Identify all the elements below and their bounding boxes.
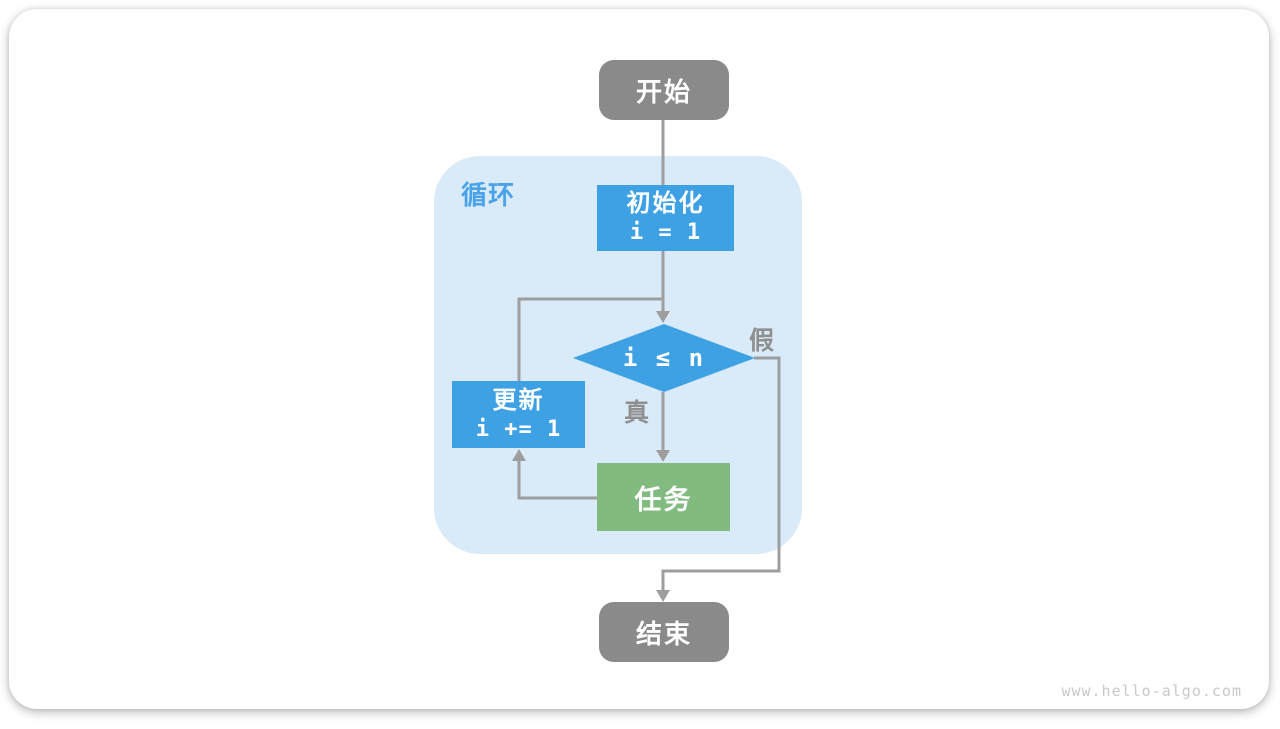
condition-label: i ≤ n — [622, 344, 706, 372]
arrowhead-into-end — [656, 590, 670, 602]
task-node: 任务 — [597, 463, 730, 531]
task-node-label: 任务 — [634, 484, 693, 515]
site-watermark: www.hello-algo.com — [1061, 682, 1242, 700]
update-node-code: i += 1 — [475, 416, 562, 442]
init-node-code: i = 1 — [629, 220, 702, 246]
flowchart: 循环 开始 初始化 i = 1 i ≤ n — [9, 9, 1280, 729]
update-node: 更新 i += 1 — [452, 381, 585, 448]
start-node: 开始 — [599, 60, 729, 120]
end-node-label: 结束 — [635, 618, 692, 649]
end-node: 结束 — [599, 602, 729, 662]
loop-region-label: 循环 — [461, 180, 516, 210]
true-branch-label: 真 — [624, 399, 650, 427]
diagram-canvas: 循环 开始 初始化 i = 1 i ≤ n — [9, 9, 1269, 709]
false-branch-label: 假 — [749, 327, 775, 355]
init-node: 初始化 i = 1 — [597, 185, 734, 251]
start-node-label: 开始 — [635, 76, 692, 107]
update-node-title: 更新 — [492, 386, 545, 414]
init-node-title: 初始化 — [626, 190, 705, 218]
